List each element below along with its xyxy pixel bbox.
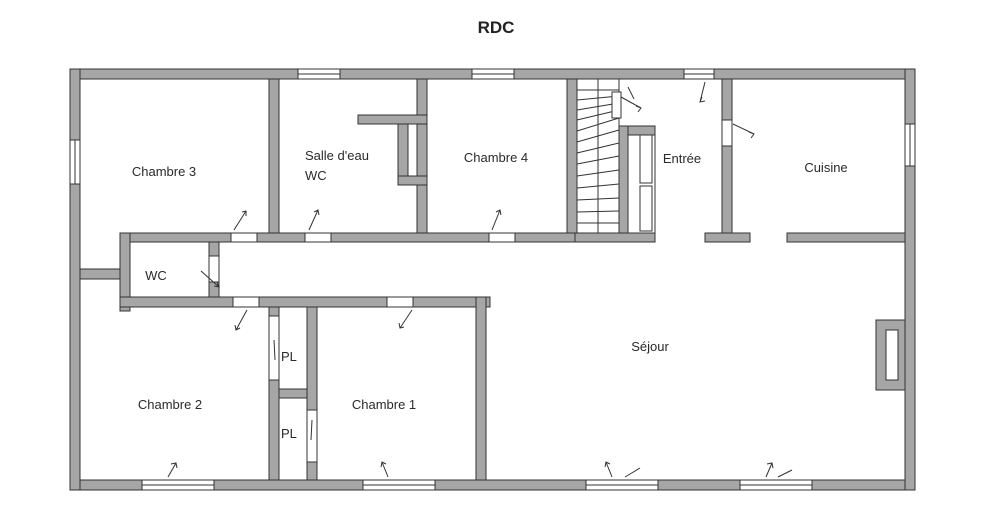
wall-lower-corridor	[119, 296, 491, 308]
door-ch3	[230, 232, 258, 243]
wall-upper-corridor-mid	[574, 232, 656, 243]
wall-ch4-stairs	[566, 78, 578, 234]
label-chambre-4: Chambre 4	[464, 150, 528, 165]
label-entree: Entrée	[663, 151, 701, 166]
wall-entree-stub	[704, 232, 751, 243]
label-chambre-3: Chambre 3	[132, 164, 196, 179]
label-wc: WC	[145, 268, 167, 283]
wall-salle-ch4	[416, 78, 428, 234]
entree-closets	[627, 134, 656, 234]
label-chambre-1: Chambre 1	[352, 397, 416, 412]
label-salle-eau: Salle d'eau	[305, 148, 369, 163]
door-pl-lower	[306, 409, 318, 463]
walls	[69, 68, 916, 491]
label-sejour: Séjour	[631, 339, 669, 354]
label-chambre-2: Chambre 2	[138, 397, 202, 412]
wall-salle-jog-bottom	[397, 175, 428, 186]
door-swing-arrows	[167, 81, 793, 478]
door-ch1	[386, 296, 414, 308]
wall-entree-cuisine	[721, 78, 733, 234]
label-cuisine: Cuisine	[804, 160, 847, 175]
door-stairs	[611, 91, 622, 119]
label-placard-upper: PL	[281, 349, 297, 364]
window-sash-lines	[74, 73, 911, 486]
outer-wall-left	[69, 68, 81, 491]
wall-pl-divider	[278, 388, 308, 399]
room-labels: Chambre 3 Salle d'eau WC Chambre 4 Entré…	[132, 148, 848, 441]
fireplace-inner	[885, 329, 899, 381]
wall-cuisine-bottom	[786, 232, 906, 243]
wall-chambre3-wc-stub	[79, 268, 121, 280]
door-ch4	[488, 232, 516, 243]
outer-wall-right	[904, 68, 916, 491]
plan-title: RDC	[477, 18, 515, 37]
door-salle	[304, 232, 332, 243]
wall-ch3-salle	[268, 78, 280, 234]
door-cuisine	[721, 119, 733, 147]
label-placard-lower: PL	[281, 426, 297, 441]
wall-salle-jog-top	[357, 114, 428, 125]
windows	[69, 68, 916, 491]
wall-stair-inner-vert	[618, 125, 629, 234]
label-salle-eau-wc: WC	[305, 168, 327, 183]
wall-ch1-sejour	[475, 296, 487, 481]
door-ch2	[232, 296, 260, 308]
wall-salle-jog-vert	[397, 123, 409, 181]
door-wc	[208, 255, 220, 283]
